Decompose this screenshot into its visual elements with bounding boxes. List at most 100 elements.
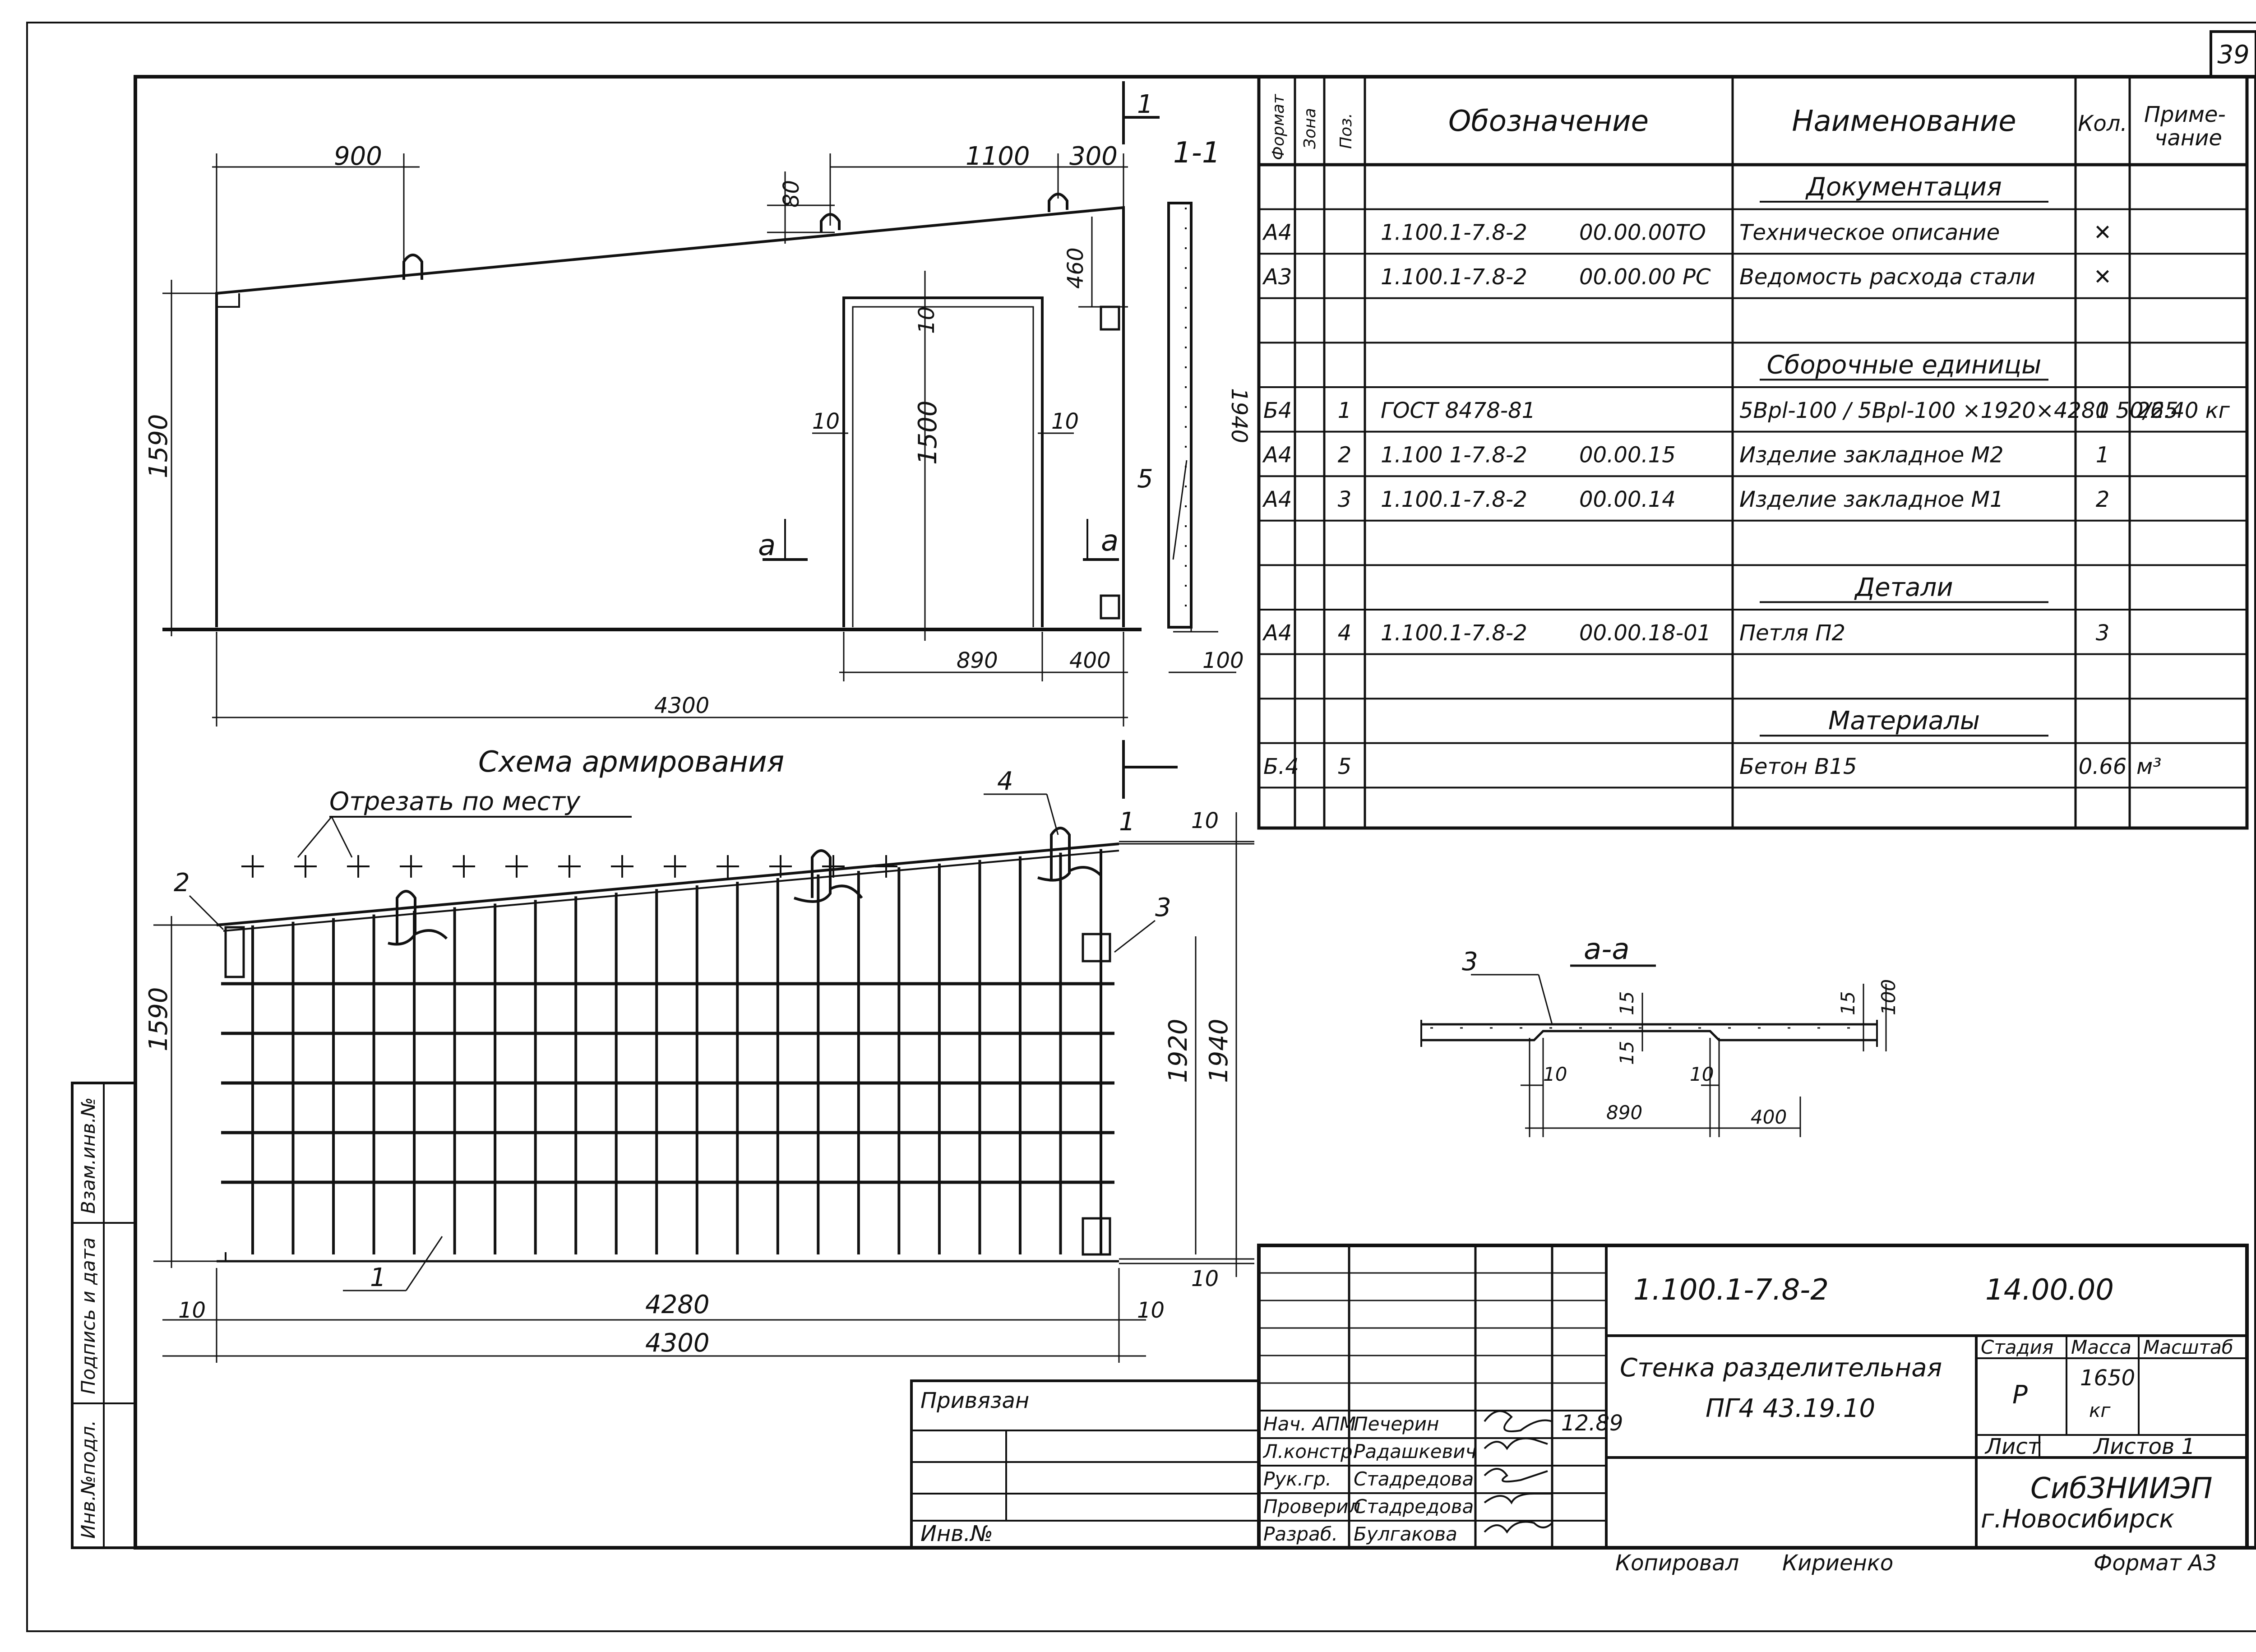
spec-cell-designation-code: 1.100.1-7.8-2 (1381, 487, 1527, 512)
spec-cell-designation-num: 00.00.15 (1579, 443, 1676, 468)
title-block (1257, 1244, 2249, 1550)
side-inv-podl-label: Инв.№подл. (77, 1420, 99, 1539)
aa-dim-100: 100 (1877, 979, 1900, 1015)
aa-dim-890: 890 (1606, 1101, 1642, 1124)
dim-1940: 1940 (1226, 388, 1252, 443)
doc-number: 14.00.00 (1985, 1273, 2114, 1307)
callout-1: 1 (370, 1263, 386, 1292)
spec-cell-format: А4 (1262, 443, 1292, 468)
spec-cell-format: А3 (1262, 264, 1292, 290)
spec-cell-qty: ✕ (2094, 220, 2112, 245)
spec-cell-pos: 5 (1338, 754, 1352, 779)
header-note-line1: Приме- (2144, 102, 2226, 127)
header-designation: Обозначение (1448, 105, 1649, 138)
rdim-10-left: 10 (178, 1298, 206, 1323)
header-pos: Поз. (1337, 113, 1355, 149)
aa-callout-3: 3 (1462, 947, 1478, 976)
aa-dim-400: 400 (1751, 1106, 1787, 1128)
spec-section-heading: Детали (1854, 573, 1953, 602)
header-zone: Зона (1301, 108, 1319, 149)
aa-dim-10a: 10 (1543, 1063, 1567, 1085)
rdim-10-top: 10 (1191, 808, 1219, 833)
cut-a-right: а (1101, 524, 1119, 558)
doc-code: 1.100.1-7.8-2 (1633, 1273, 1829, 1307)
spec-cell-pos: 1 (1338, 398, 1352, 423)
section-1-1-outline (1167, 202, 1193, 629)
side-stamp: Взам.инв.№ Подпись и дата Инв.№подл. (71, 1082, 137, 1549)
signature-scribbles (1484, 1410, 1553, 1534)
aa-dim-15c: 15 (1837, 991, 1859, 1015)
spec-cell-format: Б4 (1263, 398, 1292, 423)
cut-to-place-note: Отрезать по месту (329, 787, 581, 816)
dim-10-right: 10 (1051, 409, 1079, 434)
page-number: 39 (2217, 40, 2249, 69)
spec-cell-designation-num: 00.00.00ТО (1579, 220, 1706, 245)
spec-cell-pos: 2 (1338, 443, 1352, 468)
dim-1590: 1590 (144, 414, 173, 478)
spec-cell-qty: 0.66 (2079, 754, 2127, 779)
section-mark-1: 1 (1137, 90, 1153, 119)
spec-cell-note: м³ (2136, 754, 2161, 779)
spec-cell-designation-num: 00.00.14 (1579, 487, 1676, 512)
copied-label: Копировал (1615, 1550, 1739, 1576)
rdim-10-right: 10 (1137, 1298, 1165, 1323)
spec-cell-format: А4 (1262, 487, 1292, 512)
mesh-verticals (251, 849, 1102, 1254)
reinforcement-loop (1037, 827, 1102, 882)
aa-dim-15a: 15 (1616, 991, 1638, 1015)
specification-table: Формат Зона Поз. Обозначение Наименовани… (1257, 75, 2249, 830)
sign-date: 12.89 (1561, 1411, 1623, 1436)
header-format: Формат (1269, 94, 1288, 160)
embedded-part-3 (1082, 1217, 1111, 1256)
spec-row-lines (1259, 208, 2247, 789)
spec-section-heading: Документация (1805, 172, 2002, 202)
org-name: СибЗНИИЭП (2030, 1472, 2212, 1505)
section-a-a (1420, 964, 1887, 1137)
signer-name: Радашкевич (1354, 1440, 1476, 1462)
aa-dim-10b: 10 (1690, 1063, 1714, 1085)
doc-title-line2: ПГ4 43.19.10 (1706, 1394, 1875, 1423)
spec-cell-qty: 1 (2096, 443, 2110, 468)
sheet-label: Лист (1984, 1434, 2041, 1459)
rdim-4280: 4280 (645, 1290, 710, 1319)
dim-300: 300 (1069, 142, 1118, 171)
spec-cell-name: Техническое описание (1739, 220, 2000, 245)
mass-value: 1650 (2080, 1365, 2135, 1391)
spec-cell-designation-code: 1.100 1-7.8-2 (1381, 443, 1527, 468)
callout-3: 3 (1155, 893, 1171, 922)
spec-cell-name: Петля П2 (1739, 620, 1845, 646)
spec-cell-pos: 4 (1338, 620, 1352, 646)
signer-role: Нач. АПМ (1263, 1413, 1356, 1435)
org-city: г.Новосибирск (1981, 1504, 2174, 1534)
dim-460: 460 (1063, 247, 1088, 289)
dim-900: 900 (334, 142, 382, 171)
cut-off-crosses (241, 855, 897, 878)
header-name: Наименование (1792, 105, 2016, 138)
signer-role: Л.констр. (1262, 1440, 1359, 1462)
rdim-1590: 1590 (144, 987, 173, 1051)
mass-label: Масса (2071, 1336, 2131, 1358)
signer-role: Разраб. (1263, 1523, 1338, 1545)
stage-value: Р (2012, 1380, 2028, 1410)
aa-dim-15b: 15 (1616, 1041, 1638, 1065)
rdim-1940: 1940 (1204, 1018, 1234, 1083)
spec-cell-note: 26.40 кг (2136, 398, 2230, 423)
outer-border (26, 22, 2256, 1632)
signer-role: Рук.гр. (1263, 1468, 1331, 1490)
sheets-label: Листов 1 (2093, 1434, 2195, 1459)
dim-80: 80 (779, 180, 804, 208)
callout-5: 5 (1137, 464, 1153, 494)
side-sign-date-label: Подпись и дата (77, 1237, 99, 1394)
spec-cell-name: Ведомость расхода стали (1739, 264, 2035, 290)
dim-1500: 1500 (913, 400, 943, 465)
spec-cell-designation-code: 1.100.1-7.8-2 (1381, 620, 1527, 646)
spec-cell-designation-code: ГОСТ 8478-81 (1381, 398, 1535, 423)
bound-label: Привязан (920, 1388, 1029, 1413)
signers-list: Нач. АПМПечеринЛ.констр.РадашкевичРук.гр… (1262, 1413, 1476, 1545)
rdim-1920: 1920 (1164, 1018, 1193, 1083)
signer-name: Стадредова (1354, 1495, 1474, 1518)
reinforcement-scheme (153, 740, 1254, 1363)
spec-cell-format: Б.4 (1263, 754, 1299, 779)
embedded-part-3 (1082, 933, 1111, 963)
